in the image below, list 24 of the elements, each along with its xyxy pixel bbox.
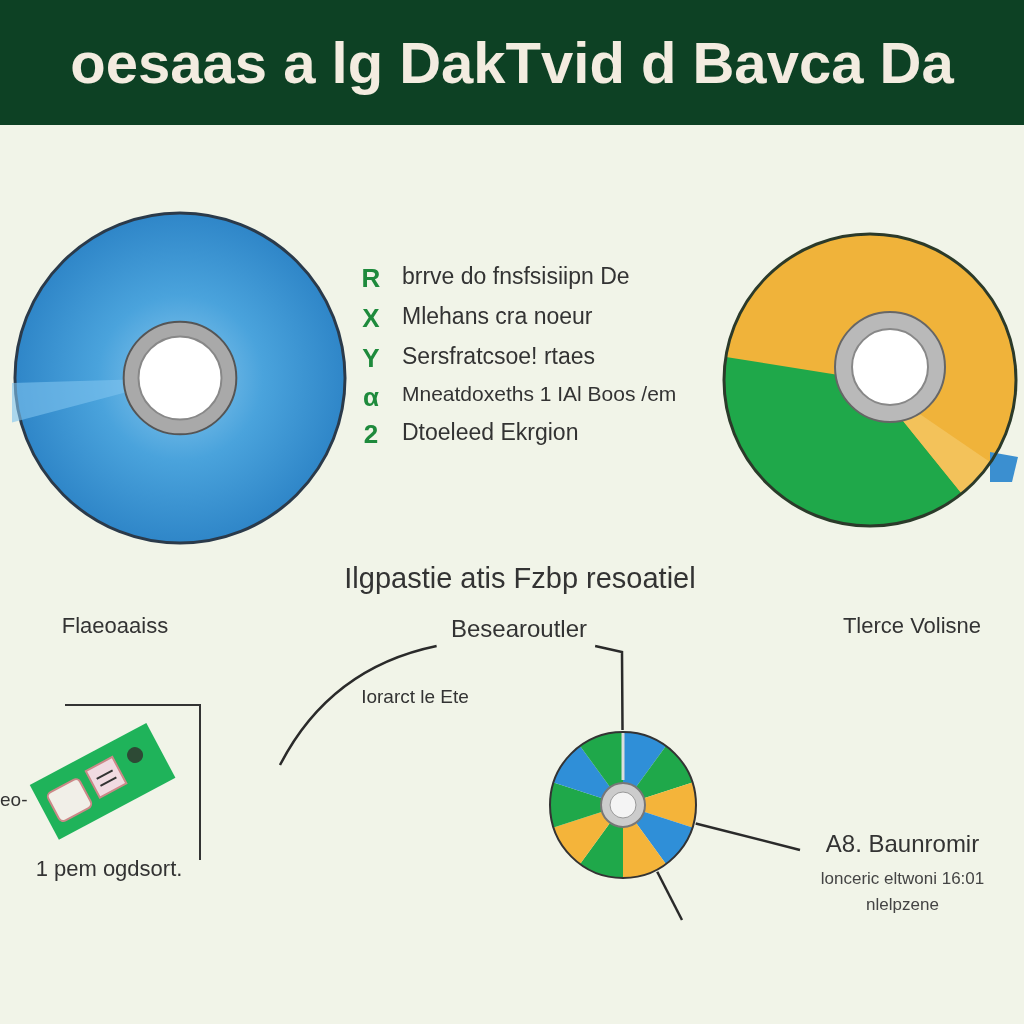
list-marker: R [360,262,382,295]
list-marker: α [362,381,380,414]
section-label: Besearoutler [428,612,610,646]
curved-line [278,644,437,766]
title: oesaas a lg DakTvid d Bavca Da [70,29,954,97]
leader-line [594,644,624,730]
callout-text: lonceric eltwoni 16:01 nlelpzene [819,868,986,916]
part-label: 1 pem ogdsort. [34,855,184,883]
list-item-text: Sersfratcsoe! rtaes [402,342,597,371]
callout-title: A8. Baunromir [825,829,980,859]
part-label: Flaeoaaiss [60,612,170,640]
list-marker: Y [361,342,381,375]
list-item-text: Mlehans cra noeur [402,302,594,331]
caption-text: Ilgpastie atis Fzbp resoatiel [343,561,697,596]
part-label: eo- [0,788,29,812]
part-label: Iorarct le Ete [360,685,470,709]
list-item-text: brrve do fnsfsisiipn De [402,262,631,291]
leader-line [695,822,801,852]
leader-line [656,871,684,921]
list-item-text: Mneatdoxeths 1 IAl Boos /em [402,381,678,407]
list-marker: X [361,302,381,335]
list-item-text: Dtoeleed Ekrgion [402,418,580,447]
part-label: Tlerce Volisne [841,612,983,640]
list-marker: 2 [362,418,380,451]
